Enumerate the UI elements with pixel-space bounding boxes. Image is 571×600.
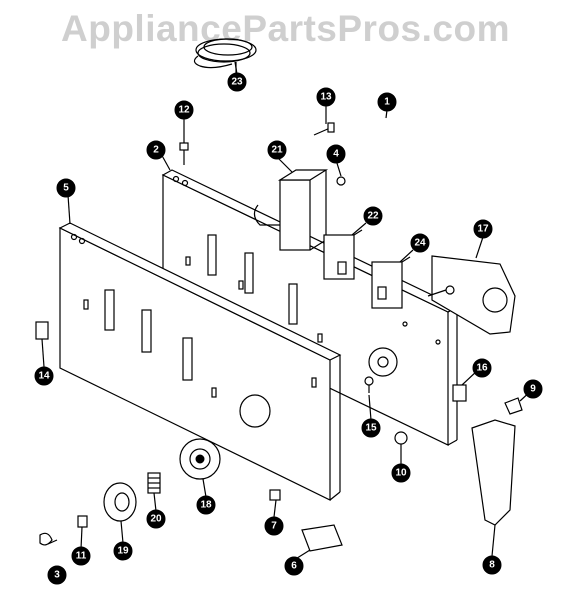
callout-11: 11 [71, 546, 91, 566]
callout-9: 9 [523, 379, 543, 399]
callout-14-label: 14 [38, 371, 50, 382]
callout-12-label: 12 [178, 105, 190, 116]
screw-part-15 [364, 376, 374, 393]
switch-part-22 [323, 229, 363, 280]
callout-19-label: 19 [117, 546, 129, 557]
callout-5-label: 5 [63, 183, 69, 194]
callout-14: 14 [34, 366, 54, 386]
clip-part-14 [35, 321, 49, 340]
callout-4-label: 4 [333, 149, 339, 160]
callout-3: 3 [47, 565, 67, 585]
callout-8: 8 [482, 555, 502, 575]
end-cap-part [471, 419, 516, 526]
callout-18-label: 18 [200, 500, 212, 511]
callout-19: 19 [113, 541, 133, 561]
callout-9-label: 9 [530, 384, 536, 395]
callout-22-label: 22 [367, 211, 379, 222]
callout-11-label: 11 [76, 551, 87, 562]
knob-part-19 [103, 482, 137, 522]
callout-3-label: 3 [54, 570, 60, 581]
callout-17: 17 [473, 219, 493, 239]
badge-part-6 [301, 524, 343, 552]
callout-1: 1 [377, 92, 397, 112]
watermark: AppliancePartsPros.com [61, 8, 510, 49]
callout-1-label: 1 [384, 97, 390, 108]
dial-part-18 [179, 438, 221, 480]
callout-21: 21 [267, 140, 287, 160]
callout-23: 23 [227, 72, 247, 92]
callout-6: 6 [284, 556, 304, 576]
callout-20-label: 20 [150, 514, 162, 525]
front-console-panel [58, 222, 342, 501]
spring-part [147, 472, 161, 494]
knob-part-7 [269, 489, 281, 501]
callout-23-label: 23 [231, 77, 243, 88]
callout-24-label: 24 [414, 238, 426, 249]
timer-part [427, 255, 516, 335]
callout-20: 20 [146, 509, 166, 529]
callout-5: 5 [56, 178, 76, 198]
callout-17-label: 17 [477, 224, 489, 235]
callout-13: 13 [316, 87, 336, 107]
hose-part [344, 117, 386, 176]
callout-7-label: 7 [271, 521, 277, 532]
callout-15: 15 [361, 418, 381, 438]
callout-18: 18 [196, 495, 216, 515]
clip-part [336, 176, 346, 186]
clip-part-9 [504, 397, 523, 415]
bracket-part [253, 169, 329, 251]
screw-part-12 [179, 142, 189, 165]
callout-16-label: 16 [476, 363, 488, 374]
clip-part-3 [39, 532, 53, 546]
callout-12: 12 [174, 100, 194, 120]
leader-lines [41, 62, 534, 561]
callout-15-label: 15 [365, 423, 377, 434]
callout-8-label: 8 [489, 560, 495, 571]
callout-10-label: 10 [395, 468, 407, 479]
callout-10: 10 [391, 463, 411, 483]
callout-4: 4 [326, 144, 346, 164]
callout-2: 2 [146, 140, 166, 160]
knob-part-10 [394, 431, 408, 445]
callout-7: 7 [264, 516, 284, 536]
indicator-light-part [452, 384, 467, 402]
callout-22: 22 [363, 206, 383, 226]
screw-part-13 [313, 122, 335, 136]
callout-6-label: 6 [291, 561, 297, 572]
callout-13-label: 13 [320, 92, 332, 103]
callout-24: 24 [410, 233, 430, 253]
callout-16: 16 [472, 358, 492, 378]
wire-harness-part [193, 38, 257, 75]
button-part-11 [77, 515, 88, 528]
callout-2-label: 2 [153, 145, 159, 156]
callout-21-label: 21 [271, 145, 283, 156]
switch-part-24 [371, 256, 411, 309]
